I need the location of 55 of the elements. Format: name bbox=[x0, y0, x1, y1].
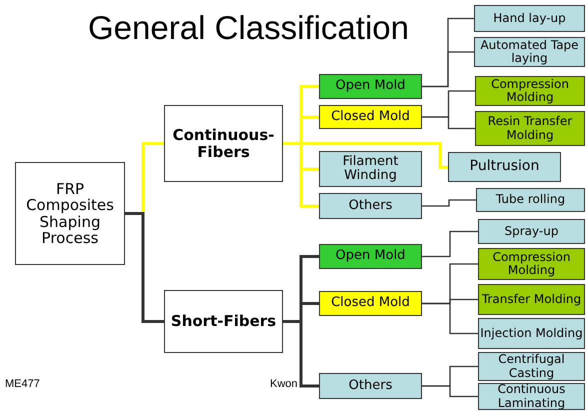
connector-line bbox=[422, 385, 478, 398]
process-box bbox=[478, 248, 585, 280]
process-box bbox=[319, 193, 422, 219]
process-box bbox=[319, 373, 422, 399]
process-box bbox=[478, 383, 585, 410]
box-label: Resin Transfer Molding bbox=[486, 115, 574, 142]
process-box bbox=[319, 105, 422, 129]
process-box bbox=[448, 152, 561, 182]
process-box bbox=[319, 244, 422, 269]
connector-line bbox=[422, 51, 474, 88]
box-label: Compression Molding bbox=[492, 250, 572, 278]
box-label: Tube rolling bbox=[496, 193, 566, 207]
box-label: Others bbox=[348, 378, 392, 394]
process-box bbox=[478, 352, 585, 381]
process-box bbox=[475, 111, 585, 146]
box-label: Hand lay-up bbox=[493, 12, 566, 26]
box-label: Short-Fibers bbox=[170, 313, 276, 330]
process-box bbox=[476, 188, 585, 212]
process-box bbox=[164, 105, 283, 182]
process-box bbox=[478, 219, 585, 244]
box-label: FRP Composites Shaping Process bbox=[25, 180, 115, 246]
box-label: Continuous Laminating bbox=[496, 383, 566, 410]
box-label: Open Mold bbox=[336, 79, 406, 94]
process-box bbox=[475, 76, 585, 106]
connector-line bbox=[422, 199, 476, 207]
process-box bbox=[478, 318, 585, 349]
process-box bbox=[164, 290, 283, 353]
process-box bbox=[319, 151, 422, 187]
box-label: Centrifugal Casting bbox=[497, 353, 566, 380]
box-label: Automated Tape laying bbox=[479, 38, 580, 66]
box-label: Spray-up bbox=[504, 224, 558, 238]
box-label: Transfer Molding bbox=[482, 292, 582, 306]
process-box bbox=[319, 74, 422, 99]
connector-line bbox=[422, 116, 475, 130]
connector-line bbox=[422, 302, 478, 334]
connector-line bbox=[422, 230, 478, 258]
box-label: Filament Winding bbox=[342, 154, 400, 184]
box-label: Open Mold bbox=[336, 249, 406, 264]
connector-line bbox=[125, 212, 164, 323]
box-label: Pultrusion bbox=[470, 159, 540, 175]
box-label: Continuous-Fibers bbox=[172, 127, 276, 160]
box-label: Others bbox=[348, 198, 392, 214]
footer-text: ME477 bbox=[5, 378, 40, 390]
box-label: Closed Mold bbox=[331, 296, 410, 311]
process-box bbox=[15, 162, 125, 265]
process-box bbox=[474, 37, 585, 67]
title: General Classification bbox=[88, 8, 409, 48]
process-box bbox=[319, 291, 422, 316]
box-label: Compression Molding bbox=[490, 78, 570, 104]
process-box bbox=[478, 284, 585, 315]
footer-text: Kwon bbox=[270, 378, 298, 390]
connector-line bbox=[283, 320, 319, 388]
box-label: Closed Mold bbox=[331, 110, 410, 124]
box-label: Injection Molding bbox=[480, 326, 583, 340]
process-box bbox=[474, 5, 585, 32]
